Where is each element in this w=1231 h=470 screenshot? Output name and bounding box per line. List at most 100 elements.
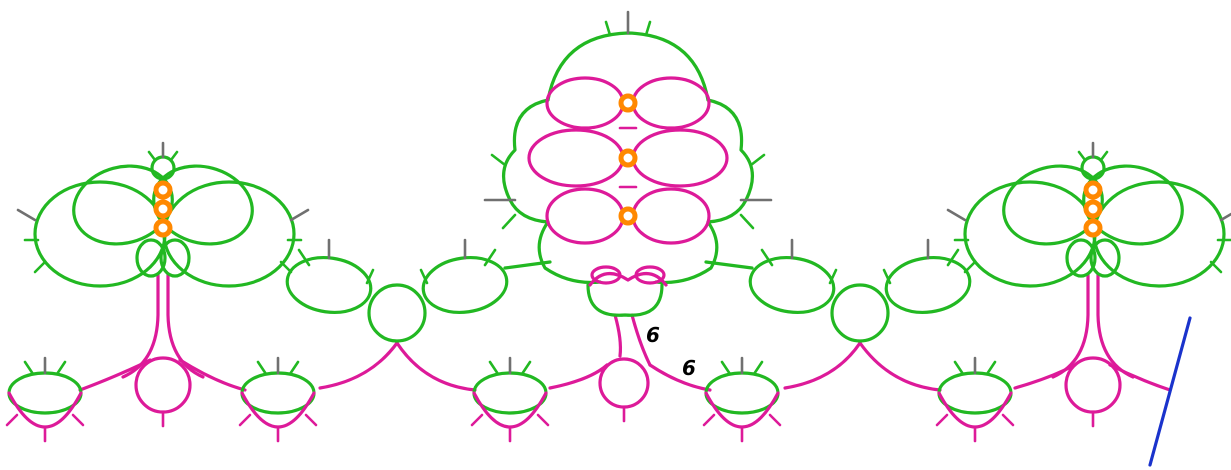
bottom-chain (318, 341, 399, 390)
picot (1077, 150, 1087, 162)
picot (33, 260, 47, 274)
small-ring (7, 371, 83, 415)
chain-picot (71, 413, 85, 427)
bead (618, 93, 638, 113)
picot (483, 248, 497, 267)
picot (963, 260, 977, 274)
blue-guide-line (1148, 316, 1192, 467)
cluster-stem (1096, 273, 1135, 379)
picot (289, 208, 310, 222)
chain-picot (304, 413, 318, 427)
cluster-stem (121, 273, 160, 379)
inner-ring (527, 128, 625, 188)
small-ring-chain (240, 391, 316, 429)
small-ring-chain (704, 391, 780, 429)
small-ring-chain (937, 391, 1013, 429)
picot (1099, 150, 1109, 162)
small-ring (472, 371, 548, 415)
picot (169, 150, 179, 162)
inner-ring (545, 76, 625, 130)
center-base-chain (588, 272, 668, 287)
bead (153, 199, 173, 219)
small-ring (937, 371, 1013, 415)
chain-picot (935, 413, 949, 427)
center-base-loop (634, 265, 666, 285)
bead (1083, 199, 1103, 219)
chain-picot (702, 413, 716, 427)
picot (1219, 212, 1231, 222)
picot (490, 153, 507, 167)
bead (1083, 218, 1103, 238)
joint-ring (830, 283, 890, 343)
cluster-stem (166, 273, 205, 379)
stitch-count-label-b: 6 (682, 356, 696, 380)
center-lobes (654, 98, 754, 285)
picot (720, 360, 732, 376)
bottom-chain (648, 363, 712, 392)
picot (16, 208, 37, 222)
cluster-stem (1051, 273, 1090, 379)
chain-ring (134, 356, 192, 414)
center-ring (135, 238, 167, 278)
outer-ring (33, 180, 167, 288)
picot (488, 360, 500, 376)
center-base-ring (586, 283, 664, 317)
chain-ring (598, 357, 650, 409)
outer-ring (963, 180, 1097, 288)
small-ring-chain (7, 391, 83, 429)
inner-ring (631, 128, 729, 188)
small-ring-chain (472, 391, 548, 429)
picot (1209, 260, 1223, 274)
bead (153, 218, 173, 238)
picot (985, 360, 997, 376)
picot (946, 248, 960, 267)
inner-ring (631, 187, 711, 245)
center-ring (159, 238, 191, 278)
bead (1083, 180, 1103, 200)
picot (644, 20, 652, 37)
picot (501, 213, 517, 230)
chain-picot (768, 413, 782, 427)
picot (946, 208, 967, 222)
picot (147, 150, 157, 162)
center-lobes (502, 98, 602, 285)
center-dome (546, 31, 710, 102)
picot (953, 360, 965, 376)
picot (288, 360, 300, 376)
picot (365, 268, 375, 285)
picot (419, 268, 429, 285)
center-stem (630, 313, 652, 367)
center-stem (613, 313, 623, 358)
bead (618, 148, 638, 168)
picot (604, 20, 612, 37)
small-ring (240, 371, 316, 415)
picot (297, 248, 311, 267)
chain-picot (536, 413, 550, 427)
chain-picot (1001, 413, 1015, 427)
inner-ring (545, 187, 625, 245)
side-ring (748, 256, 836, 314)
center-ring (1089, 238, 1121, 278)
picot (520, 360, 532, 376)
bottom-chain (395, 341, 477, 392)
picot (749, 153, 766, 167)
bottom-chain (783, 341, 862, 390)
stitch-count-label-a: 6 (646, 323, 660, 347)
chain-picot (238, 413, 252, 427)
joint-ring (367, 283, 427, 343)
picot (882, 268, 892, 285)
side-ring (884, 256, 972, 314)
picot (739, 213, 755, 230)
chain-ring (1064, 356, 1122, 414)
bead (618, 206, 638, 226)
picot (828, 268, 838, 285)
picot (55, 360, 67, 376)
inner-ring (631, 76, 711, 130)
bottom-chain (858, 341, 942, 392)
small-ring (704, 371, 780, 415)
chain-picot (470, 413, 484, 427)
picot (23, 360, 35, 376)
picot (256, 360, 268, 376)
picot (752, 360, 764, 376)
